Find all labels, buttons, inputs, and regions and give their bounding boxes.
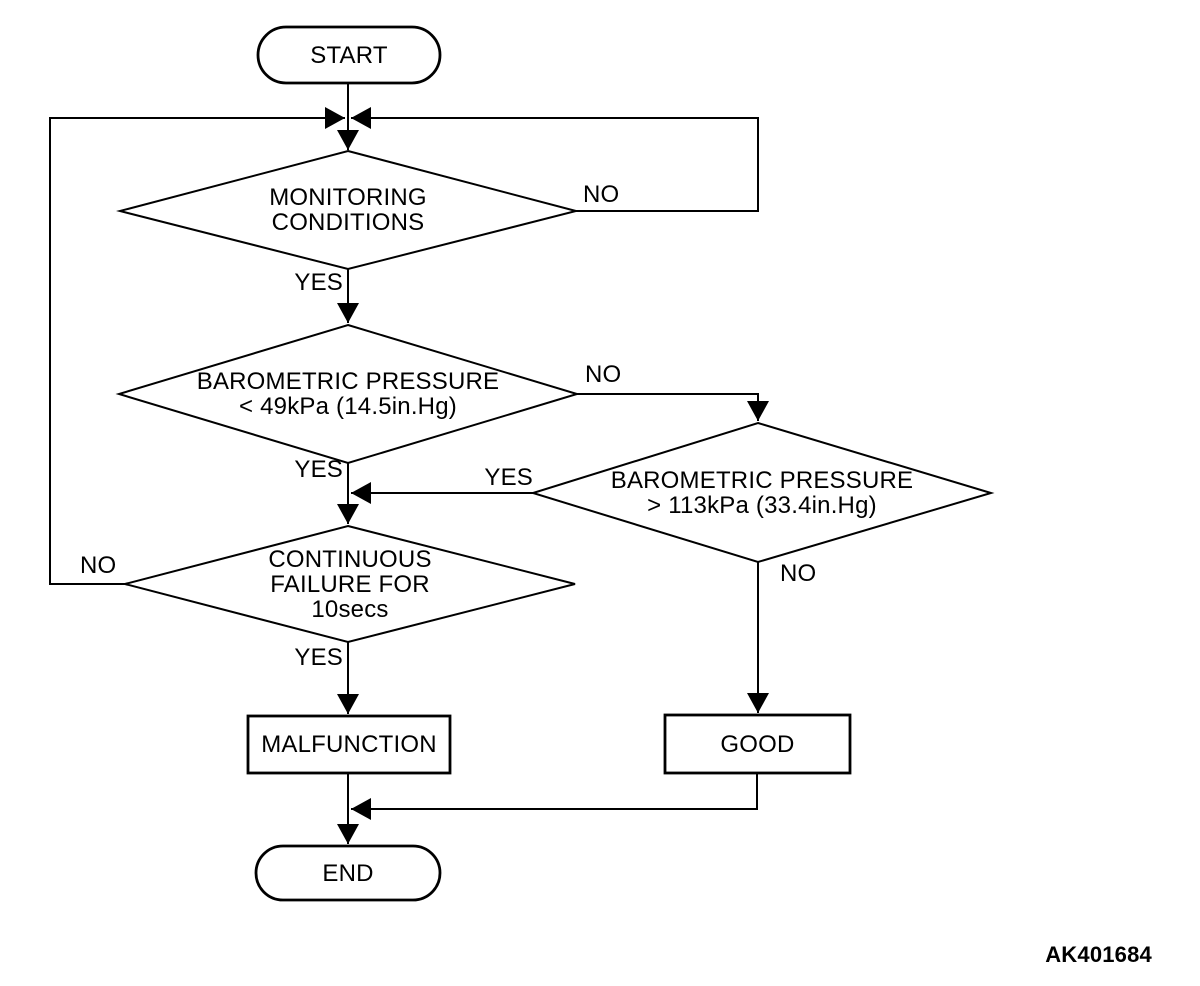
edge-continuous-failure-no-loop: [49, 107, 345, 585]
baro-high-decision-shape: [529, 421, 995, 564]
monitoring-decision-shape: [116, 149, 580, 271]
baro-low-decision-shape: [115, 323, 581, 465]
continuous-failure-decision-shape: [121, 524, 576, 644]
end-terminal-shape: [254, 844, 442, 902]
edge-baro-low-no: [577, 393, 769, 421]
edge-monitoring-no-loop: [351, 107, 759, 212]
good-box-shape: [663, 713, 852, 775]
malfunction-box-shape: [246, 714, 452, 775]
edge-good-to-end-merge: [351, 773, 758, 820]
figure-code: AK401684: [1045, 942, 1152, 967]
start-terminal-shape: [256, 25, 442, 85]
